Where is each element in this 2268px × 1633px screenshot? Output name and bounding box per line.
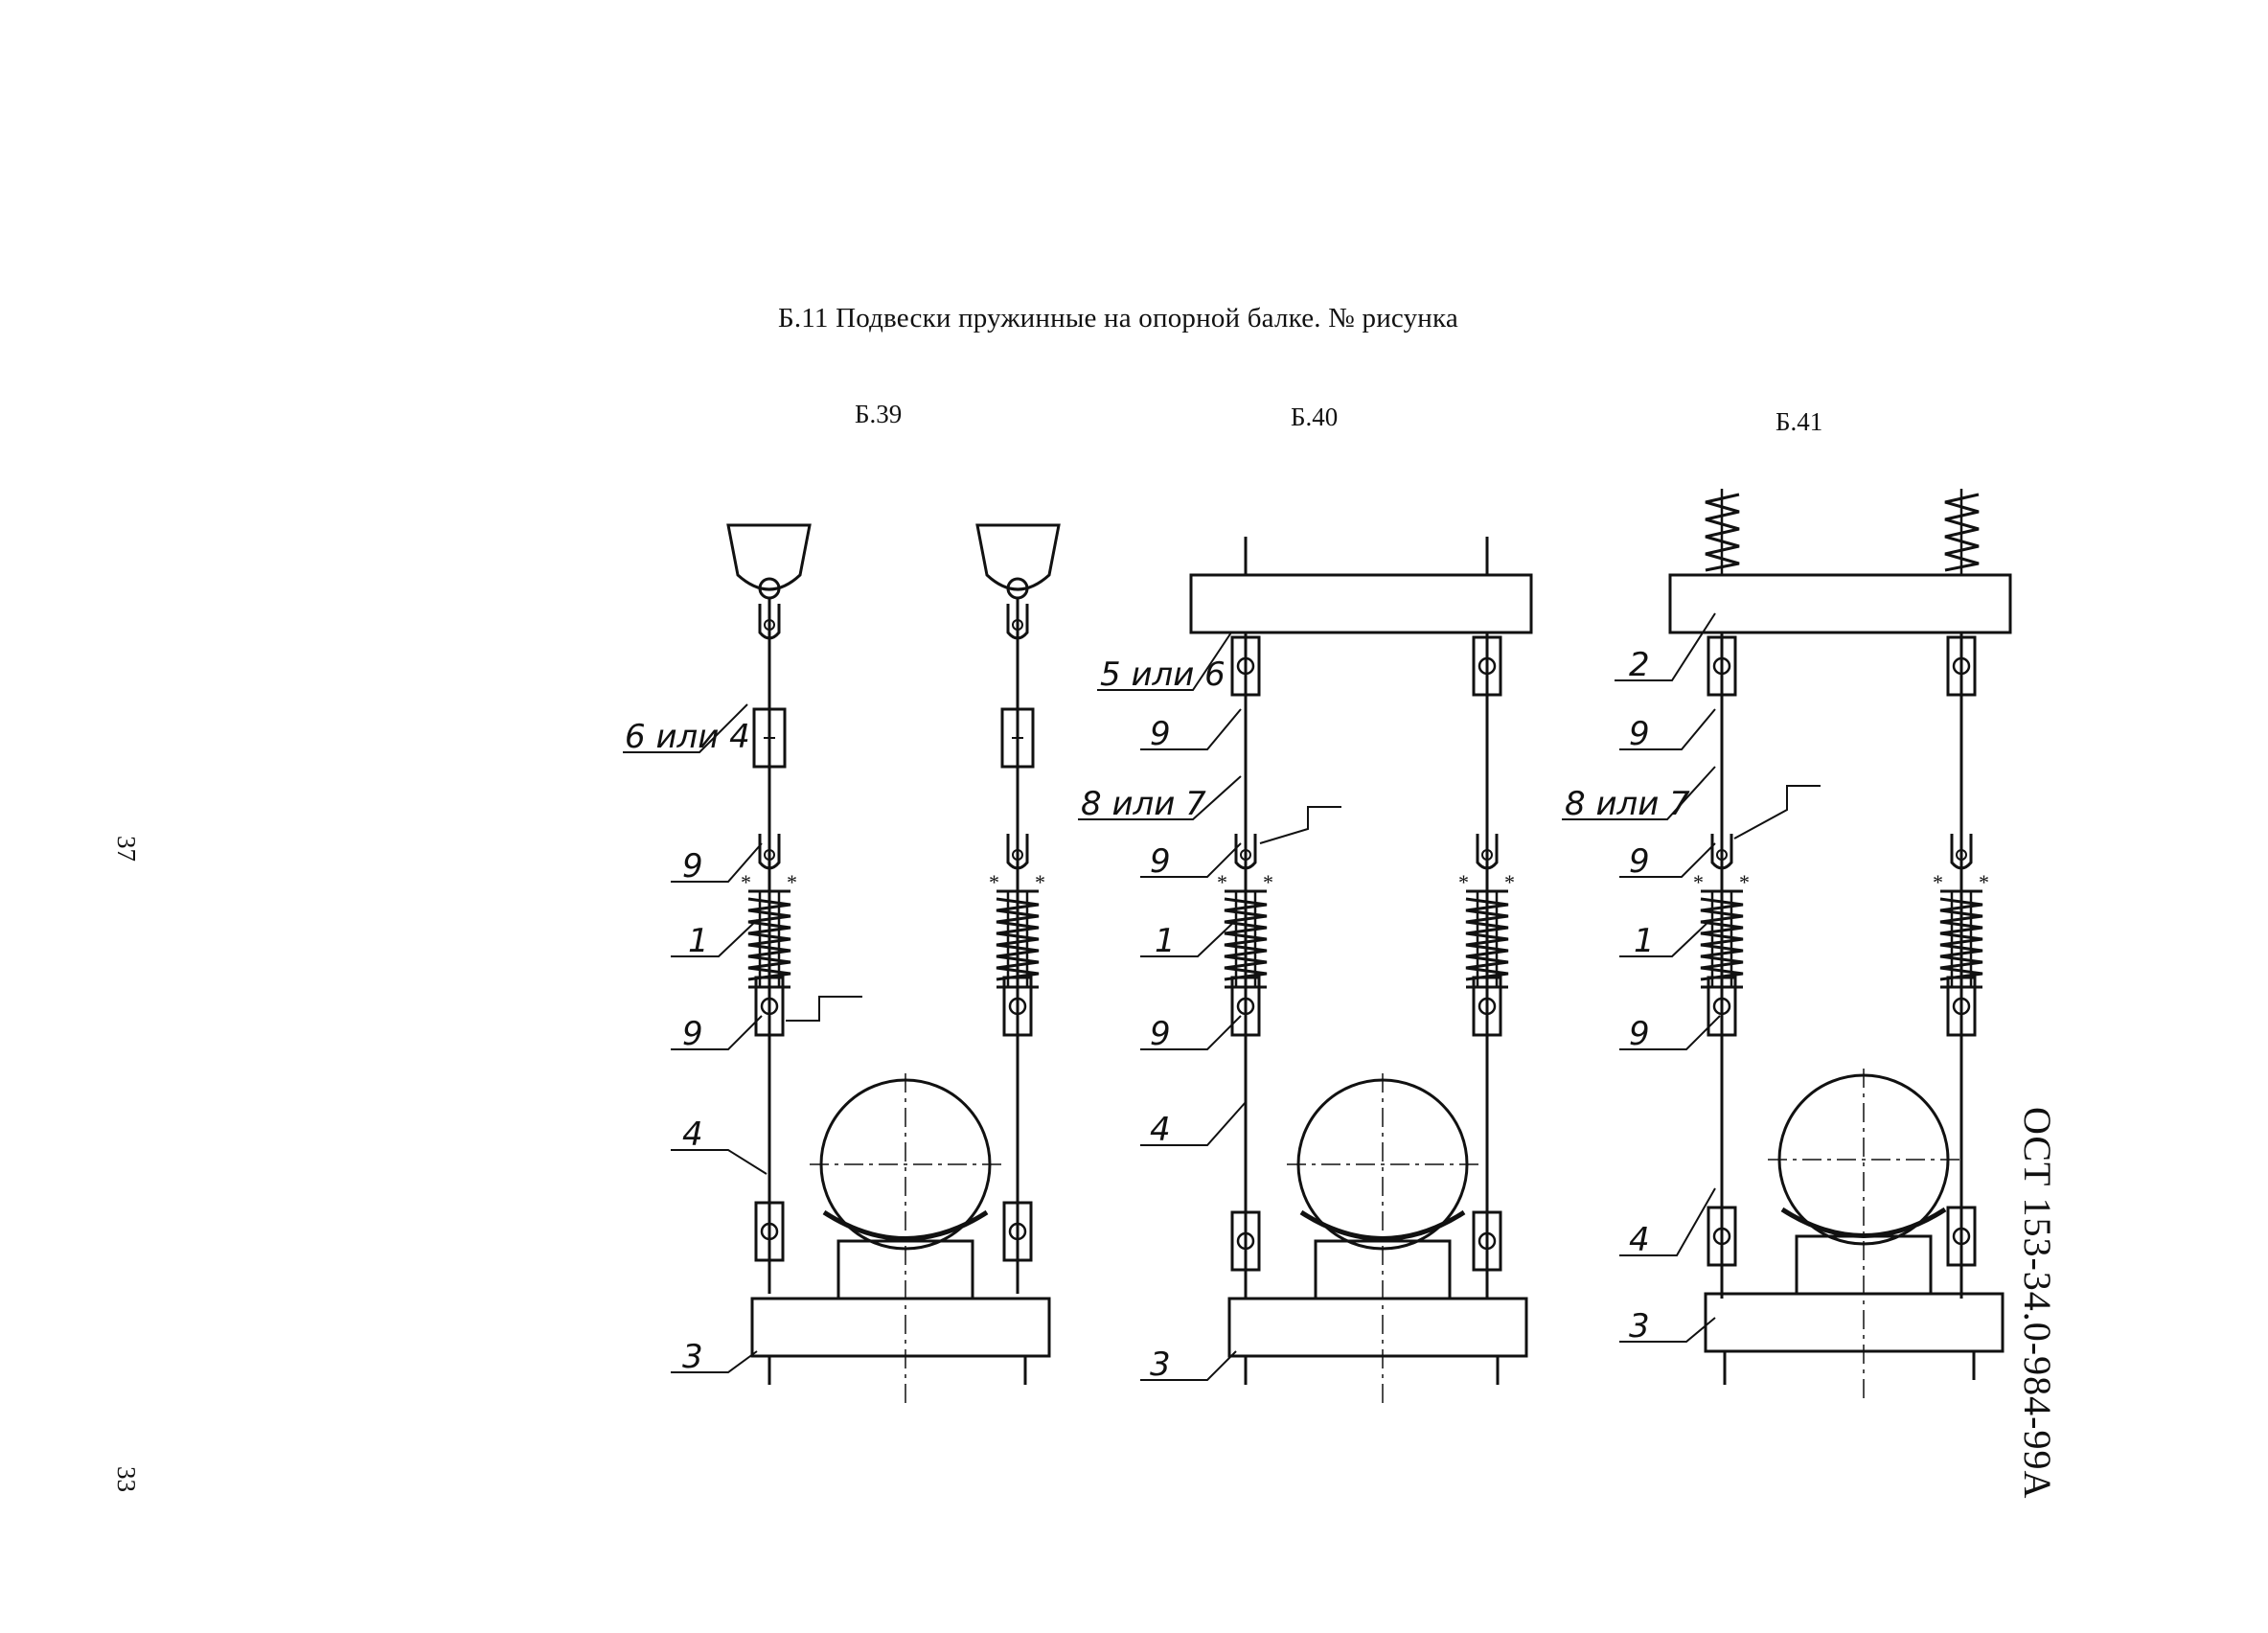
callout-label: 9 bbox=[682, 1015, 703, 1053]
callout-label: 3 bbox=[1629, 1307, 1650, 1346]
callout-label: 1 bbox=[1634, 922, 1655, 960]
callout-label: 9 bbox=[1629, 1015, 1650, 1053]
callout-label: 4 bbox=[682, 1116, 703, 1154]
callout-label: 4 bbox=[1629, 1221, 1650, 1259]
callout-label: 9 bbox=[1150, 1015, 1171, 1053]
figure-b40 bbox=[1078, 537, 1533, 1409]
callout-label: 9 bbox=[1629, 715, 1650, 753]
callout-labels-b41: 2 9 8 или 7 9 1 9 4 3 bbox=[1565, 646, 1690, 1346]
callout-label: 9 bbox=[1629, 842, 1650, 881]
callout-label: 3 bbox=[1150, 1346, 1171, 1384]
figure-label-b39: Б.39 bbox=[855, 400, 903, 428]
callout-label: 9 bbox=[682, 847, 703, 886]
figure-b41 bbox=[1562, 489, 2012, 1399]
callout-label: 1 bbox=[688, 922, 709, 960]
callout-label: 2 bbox=[1629, 646, 1650, 684]
callout-label: 9 bbox=[1150, 715, 1171, 753]
section-title: Б.11 Подвески пружинные на опорной балке… bbox=[778, 303, 1458, 334]
callout-labels-b39: 6 или 4 9 1 9 4 3 bbox=[625, 718, 750, 1376]
callout-labels-b40: 5 или 6 9 8 или 7 9 1 9 4 3 bbox=[1081, 656, 1226, 1384]
callout-label: 8 или 7 bbox=[1565, 785, 1690, 823]
callout-label: 5 или 6 bbox=[1100, 656, 1226, 694]
figure-label-b40: Б.40 bbox=[1291, 402, 1339, 431]
callout-label: 3 bbox=[682, 1338, 703, 1376]
callout-label: 9 bbox=[1150, 842, 1171, 881]
callout-label: 8 или 7 bbox=[1081, 785, 1206, 823]
callout-label: 1 bbox=[1155, 922, 1176, 960]
figure-label-b41: Б.41 bbox=[1775, 407, 1823, 436]
callout-label: 4 bbox=[1150, 1111, 1171, 1149]
figure-b39 bbox=[623, 523, 1061, 1409]
callout-label: 6 или 4 bbox=[625, 718, 750, 756]
